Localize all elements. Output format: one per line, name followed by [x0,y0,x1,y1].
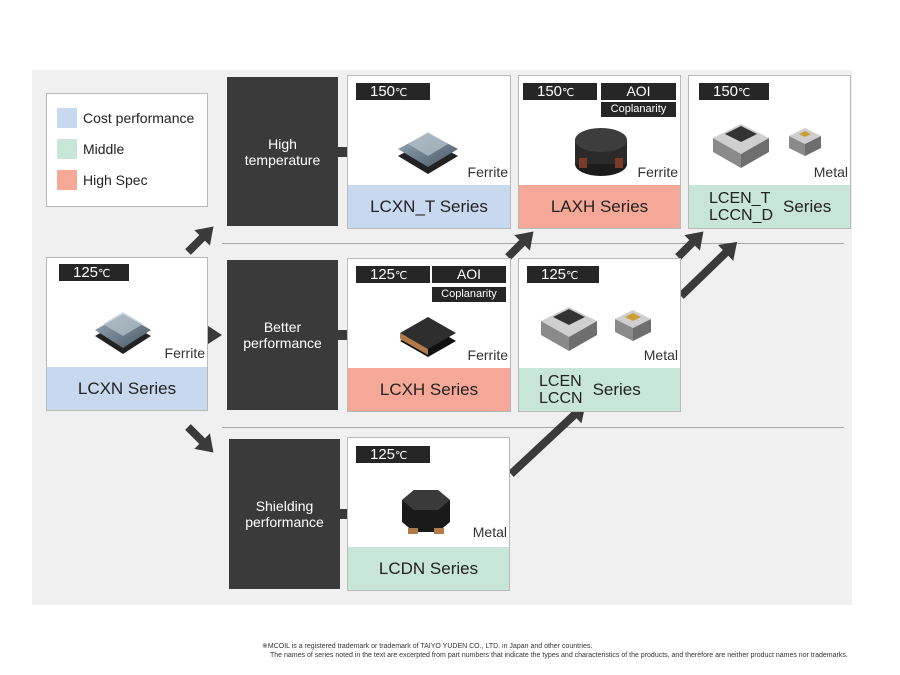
series-label-footer: LCDN Series [348,547,509,590]
series-name: LCCN [539,389,583,407]
series-name: LCXH Series [379,379,479,399]
material-label: Ferrite [164,345,205,361]
ferrite-inductor-icon [400,317,456,357]
legend-item-cost: Cost performance [57,108,194,128]
temp-badge: 125℃ [356,266,430,283]
series-names: LCEN_T LCCN_D [709,190,773,224]
series-name: LAXH Series [550,196,649,216]
series-label-footer: LCXN Series [47,367,207,410]
material-label: Metal [472,524,507,540]
series-label-footer: LCEN LCCN Series [519,368,680,411]
ferrite-inductor-icon [575,128,627,176]
aoi-badge: AOI [432,266,506,283]
legend-swatch-high [57,170,77,190]
metal-inductor-icon [713,124,821,168]
legend-label: Cost performance [83,110,195,126]
series-label-footer: LAXH Series [519,185,680,228]
coplanarity-badge: Coplanarity [432,287,506,302]
temp-badge: 125℃ [356,446,430,463]
card-lcxn[interactable]: 125℃ Ferrite LCXN Series [46,257,208,411]
legend: Cost performance Middle High Spec [46,93,208,207]
arrow-lcen-to-lcent [675,231,704,260]
card-lcdn[interactable]: 125℃ Metal LCDN Series [347,437,510,591]
divider-line-bottom [222,427,844,428]
legend-swatch-middle [57,139,77,159]
metal-inductor-icon [541,307,651,351]
footnote-series-names: The names of series noted in the text ar… [270,652,848,659]
arrow-to-shielding [185,424,214,453]
series-label-footer: LCXN_T Series [348,185,510,228]
card-lcxh[interactable]: 125℃ AOI Coplanarity Ferrite LCXH Series [347,258,511,412]
series-names: LCEN LCCN [539,373,583,407]
temp-badge: 125℃ [59,264,129,281]
shielded-inductor-icon [402,490,450,534]
series-suffix: Series [592,379,641,399]
footnotes: ※MCOIL is a registered trademark or trad… [262,642,892,660]
series-label-footer: LCXH Series [348,368,510,411]
series-name: LCDN Series [378,558,479,578]
aoi-badge: AOI [601,83,676,100]
ferrite-inductor-icon [398,132,458,174]
coplanarity-badge: Coplanarity [601,102,676,117]
legend-label: Middle [83,141,125,157]
material-label: Ferrite [637,164,678,180]
series-name: LCEN_T [709,189,771,207]
divider-line-top [222,243,844,244]
series-name: LCCN_D [709,206,774,224]
arrow-to-high-temp [185,226,214,255]
material-label: Ferrite [467,164,508,180]
legend-item-high: High Spec [57,170,148,190]
series-suffix: Series [783,196,832,216]
card-lcxn-t[interactable]: 150℃ Ferrite LCXN_T Series [347,75,511,229]
footnote-trademark: ※MCOIL is a registered trademark or trad… [262,643,593,650]
card-lcen[interactable]: 125℃ Metal LCEN LCCN Series [518,258,681,412]
category-better-performance: Better performance [227,260,338,410]
legend-label: High Spec [83,172,148,188]
temp-badge: 150℃ [699,83,769,100]
legend-swatch-cost [57,108,77,128]
temp-badge: 125℃ [527,266,599,283]
series-name: LCEN [539,372,582,390]
legend-item-middle: Middle [57,139,124,159]
material-label: Ferrite [467,347,508,363]
category-high-temperature: High temperature [227,77,338,226]
temp-badge: 150℃ [523,83,597,100]
material-label: Metal [643,347,678,363]
card-lcen-t[interactable]: 150℃ Metal LCEN_T LCCN_D Series [688,75,851,229]
temp-badge: 150℃ [356,83,430,100]
series-label-footer: LCEN_T LCCN_D Series [689,185,850,228]
material-label: Metal [813,164,848,180]
arrow-lcen-up-long [678,241,738,299]
series-name: LCXN_T Series [370,196,488,216]
series-name: LCXN Series [77,378,177,398]
card-laxh[interactable]: 150℃ AOI Coplanarity Ferrite LAXH Series [518,75,681,229]
category-shielding-performance: Shielding performance [229,439,340,589]
arrow-lcxh-to-laxh [505,231,534,260]
ferrite-inductor-icon [95,312,151,354]
